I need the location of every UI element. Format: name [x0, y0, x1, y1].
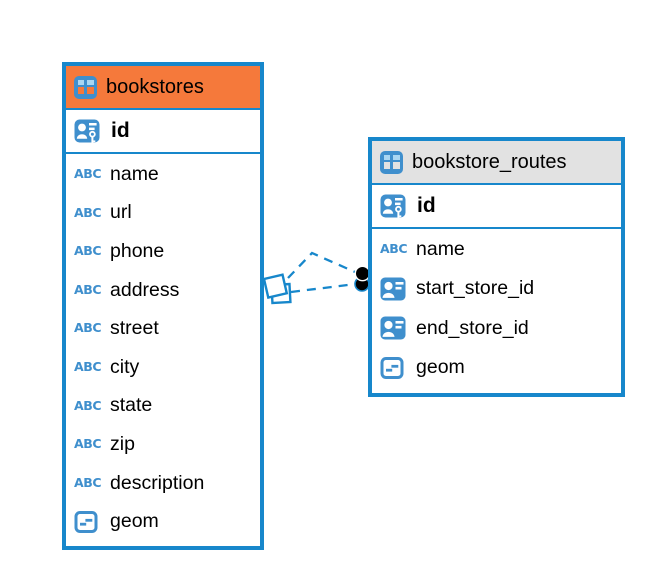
- geometry-type-icon: [74, 510, 102, 534]
- column-row-id[interactable]: id: [372, 183, 621, 229]
- table-name: bookstores: [106, 75, 204, 98]
- column-row-zip[interactable]: ABC zip: [66, 425, 260, 464]
- column-row-id[interactable]: id: [66, 108, 260, 154]
- column-name: phone: [110, 239, 165, 262]
- table-bookstores[interactable]: bookstores id ABC name ABC url ABC phone…: [62, 62, 264, 550]
- foreign-key-icon: [380, 316, 408, 340]
- column-row-geom[interactable]: geom: [372, 347, 621, 388]
- column-name: geom: [110, 510, 159, 533]
- column-name: id: [111, 119, 130, 142]
- column-row-description[interactable]: ABC description: [66, 463, 260, 503]
- text-type-icon: ABC: [74, 243, 102, 259]
- column-name: name: [110, 162, 159, 185]
- text-type-icon: ABC: [74, 166, 102, 182]
- column-name: name: [416, 238, 465, 261]
- column-row-end-store-id[interactable]: end_store_id: [372, 308, 621, 348]
- column-name: description: [110, 471, 205, 494]
- column-row-geom[interactable]: geom: [66, 502, 260, 541]
- geometry-type-icon: [380, 356, 408, 380]
- column-name: geom: [416, 356, 465, 379]
- column-list: ABC name start_store_id end_store_id ge: [372, 229, 621, 388]
- column-name: start_store_id: [416, 277, 535, 300]
- text-type-icon: ABC: [74, 281, 102, 297]
- column-name: city: [110, 355, 140, 378]
- table-icon: [74, 75, 97, 99]
- text-type-icon: ABC: [74, 474, 102, 490]
- primary-key-icon: [74, 118, 102, 144]
- column-row-street[interactable]: ABC street: [66, 309, 260, 348]
- column-name: id: [417, 194, 436, 217]
- column-name: end_store_id: [416, 316, 529, 339]
- text-type-icon: ABC: [74, 359, 102, 375]
- primary-key-icon: [380, 193, 408, 219]
- column-name: zip: [110, 432, 135, 455]
- column-name: url: [110, 201, 132, 224]
- text-type-icon: ABC: [74, 320, 102, 336]
- table-bookstore-routes[interactable]: bookstore_routes id ABC name start_store…: [368, 137, 625, 397]
- column-row-name[interactable]: ABC name: [66, 155, 260, 194]
- fk-link-lines[interactable]: [287, 251, 357, 294]
- column-row-city[interactable]: ABC city: [66, 347, 260, 387]
- table-icon: [380, 150, 403, 174]
- column-row-phone[interactable]: ABC phone: [66, 232, 260, 271]
- text-type-icon: ABC: [74, 436, 102, 452]
- text-type-icon: ABC: [74, 204, 102, 220]
- table-bookstores-header[interactable]: bookstores: [66, 66, 260, 108]
- foreign-key-icon: [380, 277, 408, 301]
- column-list: ABC name ABC url ABC phone ABC address A…: [66, 154, 260, 542]
- column-row-start-store-id[interactable]: start_store_id: [372, 269, 621, 309]
- link-diamond-marker[interactable]: [262, 273, 292, 305]
- column-name: state: [110, 394, 153, 417]
- column-row-name[interactable]: ABC name: [372, 230, 621, 270]
- column-name: address: [110, 278, 180, 301]
- table-bookstore-routes-header[interactable]: bookstore_routes: [372, 141, 621, 183]
- column-name: street: [110, 317, 159, 340]
- table-name: bookstore_routes: [412, 150, 567, 173]
- text-type-icon: ABC: [74, 397, 102, 413]
- column-row-state[interactable]: ABC state: [66, 386, 260, 426]
- column-row-address[interactable]: ABC address: [66, 270, 260, 310]
- text-type-icon: ABC: [380, 241, 408, 257]
- column-row-url[interactable]: ABC url: [66, 193, 260, 233]
